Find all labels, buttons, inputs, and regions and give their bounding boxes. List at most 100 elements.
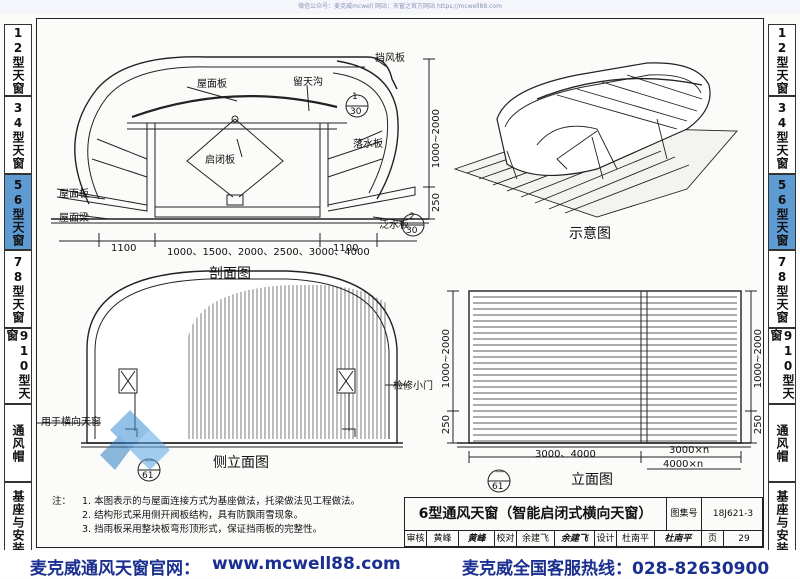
side-tab-5[interactable]: 910型天窗: [768, 328, 796, 404]
caption-side: 侧立面图: [213, 455, 269, 471]
left-tab-strip: 12型天窗 34型天窗 56型天窗 78型天窗 910型天窗通风帽基座与安装: [4, 24, 32, 562]
review-label: 审核: [405, 531, 427, 547]
side-tab-label: 78型天窗: [11, 254, 25, 324]
check-label: 校对: [495, 531, 517, 547]
notes-list: 1. 本图表示的与屋面连接方式为基座做法，托梁做法见工程做法。 2. 结构形式采用…: [52, 495, 392, 537]
drawing-frame: [36, 18, 764, 548]
side-tab-7[interactable]: 基座与安装: [768, 482, 796, 562]
design-label: 设计: [595, 531, 617, 547]
side-tab-4[interactable]: 78型天窗: [768, 250, 796, 328]
label-gutter: 留天沟: [293, 77, 323, 88]
side-elevation: [37, 270, 409, 482]
atlas-label: 图集号: [667, 498, 702, 531]
label-roof-beam: 屋面梁: [59, 213, 89, 224]
side-tab-label: 34型天窗: [11, 100, 25, 170]
section-valve-right: [234, 118, 284, 198]
caption-section: 剖面图: [209, 266, 251, 282]
detail-2-sheet: 30: [406, 226, 418, 236]
dim-right: 1100: [333, 243, 359, 254]
footer-site-name: 麦克威通风天窗官网：: [30, 559, 200, 579]
side-tab-label: 通风帽: [11, 423, 25, 463]
section-right-shell: [336, 60, 399, 200]
reviewer-name: 黄峰: [427, 531, 459, 547]
side-tab-label: 910型天窗: [5, 329, 31, 400]
section-outer-shell: [74, 56, 398, 205]
side-tab-2[interactable]: 34型天窗: [768, 96, 796, 174]
title-block: 6型通风天窗（智能启闭式横向天窗） 图集号 18J621-3 审核 黄峰 黄峰 …: [404, 497, 764, 547]
footer-bar: 麦克威通风天窗官网： www.mcwell88.com 麦克威全国客服热线：02…: [0, 550, 800, 579]
note-item: 2. 结构形式采用侧开阀板结构，具有防飘雨雪现象。: [82, 510, 304, 521]
front-dim-base: 250: [441, 415, 452, 435]
side-tab-1[interactable]: 12型天窗: [4, 24, 32, 96]
label-drip-board: 落水板: [353, 139, 383, 150]
right-tab-strip: 12型天窗 34型天窗 56型天窗 78型天窗 910型天窗通风帽基座与安装: [768, 24, 796, 562]
front-dim-width: 3000、4000: [535, 449, 596, 460]
front-dim-base-right: 250: [753, 415, 764, 435]
caption-front: 立面图: [571, 472, 613, 488]
label-flashing: 泛水板: [379, 220, 409, 231]
side-tab-3[interactable]: 56型天窗: [4, 174, 32, 250]
notes-heading: 注：: [52, 496, 72, 507]
page-label: 页: [702, 531, 724, 547]
label-roof-panel-2: 屋面板: [59, 189, 89, 200]
side-tab-6[interactable]: 通风帽: [768, 404, 796, 482]
side-tab-label: 12型天窗: [11, 25, 25, 95]
brand-logo-watermark: [100, 410, 170, 470]
label-transverse: 用于横向天窗: [41, 417, 101, 428]
footer-hotline: 麦克威全国客服热线：028-82630900: [462, 559, 770, 579]
drawing-area: 屋面板 留天沟 挡风板 启闭板 落水板 屋面板 屋面梁 泛水板 1 30 2 3…: [37, 19, 764, 497]
front-dim-module: 3000×n: [669, 445, 710, 456]
front-elevation: [447, 290, 757, 493]
front-dim-total: 4000×n: [663, 459, 704, 470]
section-inner-shell: [87, 66, 365, 200]
detail-1-num: 1: [352, 92, 358, 102]
page-number: 29: [738, 534, 750, 544]
side-tab-6[interactable]: 通风帽: [4, 404, 32, 482]
checker-name: 余建飞: [517, 531, 555, 547]
detail-1-sheet: 30: [350, 107, 362, 117]
side-tab-5[interactable]: 910型天窗: [4, 328, 32, 404]
front-detail-num: —: [495, 467, 504, 477]
side-tab-label: 78型天窗: [775, 254, 789, 324]
dim-height: 1000~2000: [431, 109, 442, 169]
caption-iso: 示意图: [569, 226, 611, 242]
side-tab-4[interactable]: 78型天窗: [4, 250, 32, 328]
side-tab-label: 通风帽: [775, 423, 789, 463]
label-roof-panel: 屋面板: [197, 79, 227, 90]
signature-row: 审核 黄峰 黄峰 校对 余建飞 余建飞 设计 杜南平 杜南平 页 29: [405, 531, 764, 547]
dim-base: 250: [431, 193, 442, 213]
label-access-door: 检修小门: [393, 381, 433, 392]
notes-block: 注： 1. 本图表示的与屋面连接方式为基座做法，托梁做法见工程做法。 2. 结构形…: [52, 495, 392, 537]
dim-middle: 1000、1500、2000、2500、3000、4000: [167, 247, 370, 258]
side-tab-label: 基座与安装: [775, 489, 789, 555]
designer-name: 杜南平: [617, 531, 655, 547]
side-tab-3[interactable]: 56型天窗: [768, 174, 796, 250]
note-item: 3. 挡雨板采用整块板弯形顶形式，保证挡雨板的完整性。: [82, 524, 323, 535]
side-tab-label: 基座与安装: [11, 489, 25, 555]
footer-url[interactable]: www.mcwell88.com: [212, 554, 401, 574]
label-valve-panel: 启闭板: [205, 155, 235, 166]
side-tab-label: 56型天窗: [775, 177, 789, 247]
drawing-svg: [37, 56, 757, 493]
side-tab-1[interactable]: 12型天窗: [768, 24, 796, 96]
side-tab-label: 12型天窗: [775, 25, 789, 95]
side-detail-sheet: 61: [142, 471, 154, 481]
note-item: 1. 本图表示的与屋面连接方式为基座做法，托梁做法见工程做法。: [82, 496, 361, 507]
side-tab-label: 56型天窗: [11, 177, 25, 247]
front-dim-height: 1000~2000: [441, 329, 452, 389]
front-dim-height-right: 1000~2000: [753, 329, 764, 389]
section-roof-arc: [131, 95, 338, 119]
drawing-title: 6型通风天窗（智能启闭式横向天窗）: [405, 498, 667, 531]
atlas-number: 18J621-3: [702, 498, 764, 531]
designer-signature: 杜南平: [655, 531, 702, 547]
section-valve-left: [186, 118, 236, 198]
side-tab-label: 34型天窗: [775, 100, 789, 170]
side-tab-7[interactable]: 基座与安装: [4, 482, 32, 562]
side-tab-2[interactable]: 34型天窗: [4, 96, 32, 174]
front-detail-sheet: 61: [492, 482, 504, 492]
reviewer-signature: 黄峰: [459, 531, 495, 547]
iso-view: [453, 62, 738, 218]
detail-2-num: 2: [409, 212, 415, 222]
dim-left: 1100: [111, 243, 137, 254]
side-tab-label: 910型天窗: [769, 329, 795, 400]
